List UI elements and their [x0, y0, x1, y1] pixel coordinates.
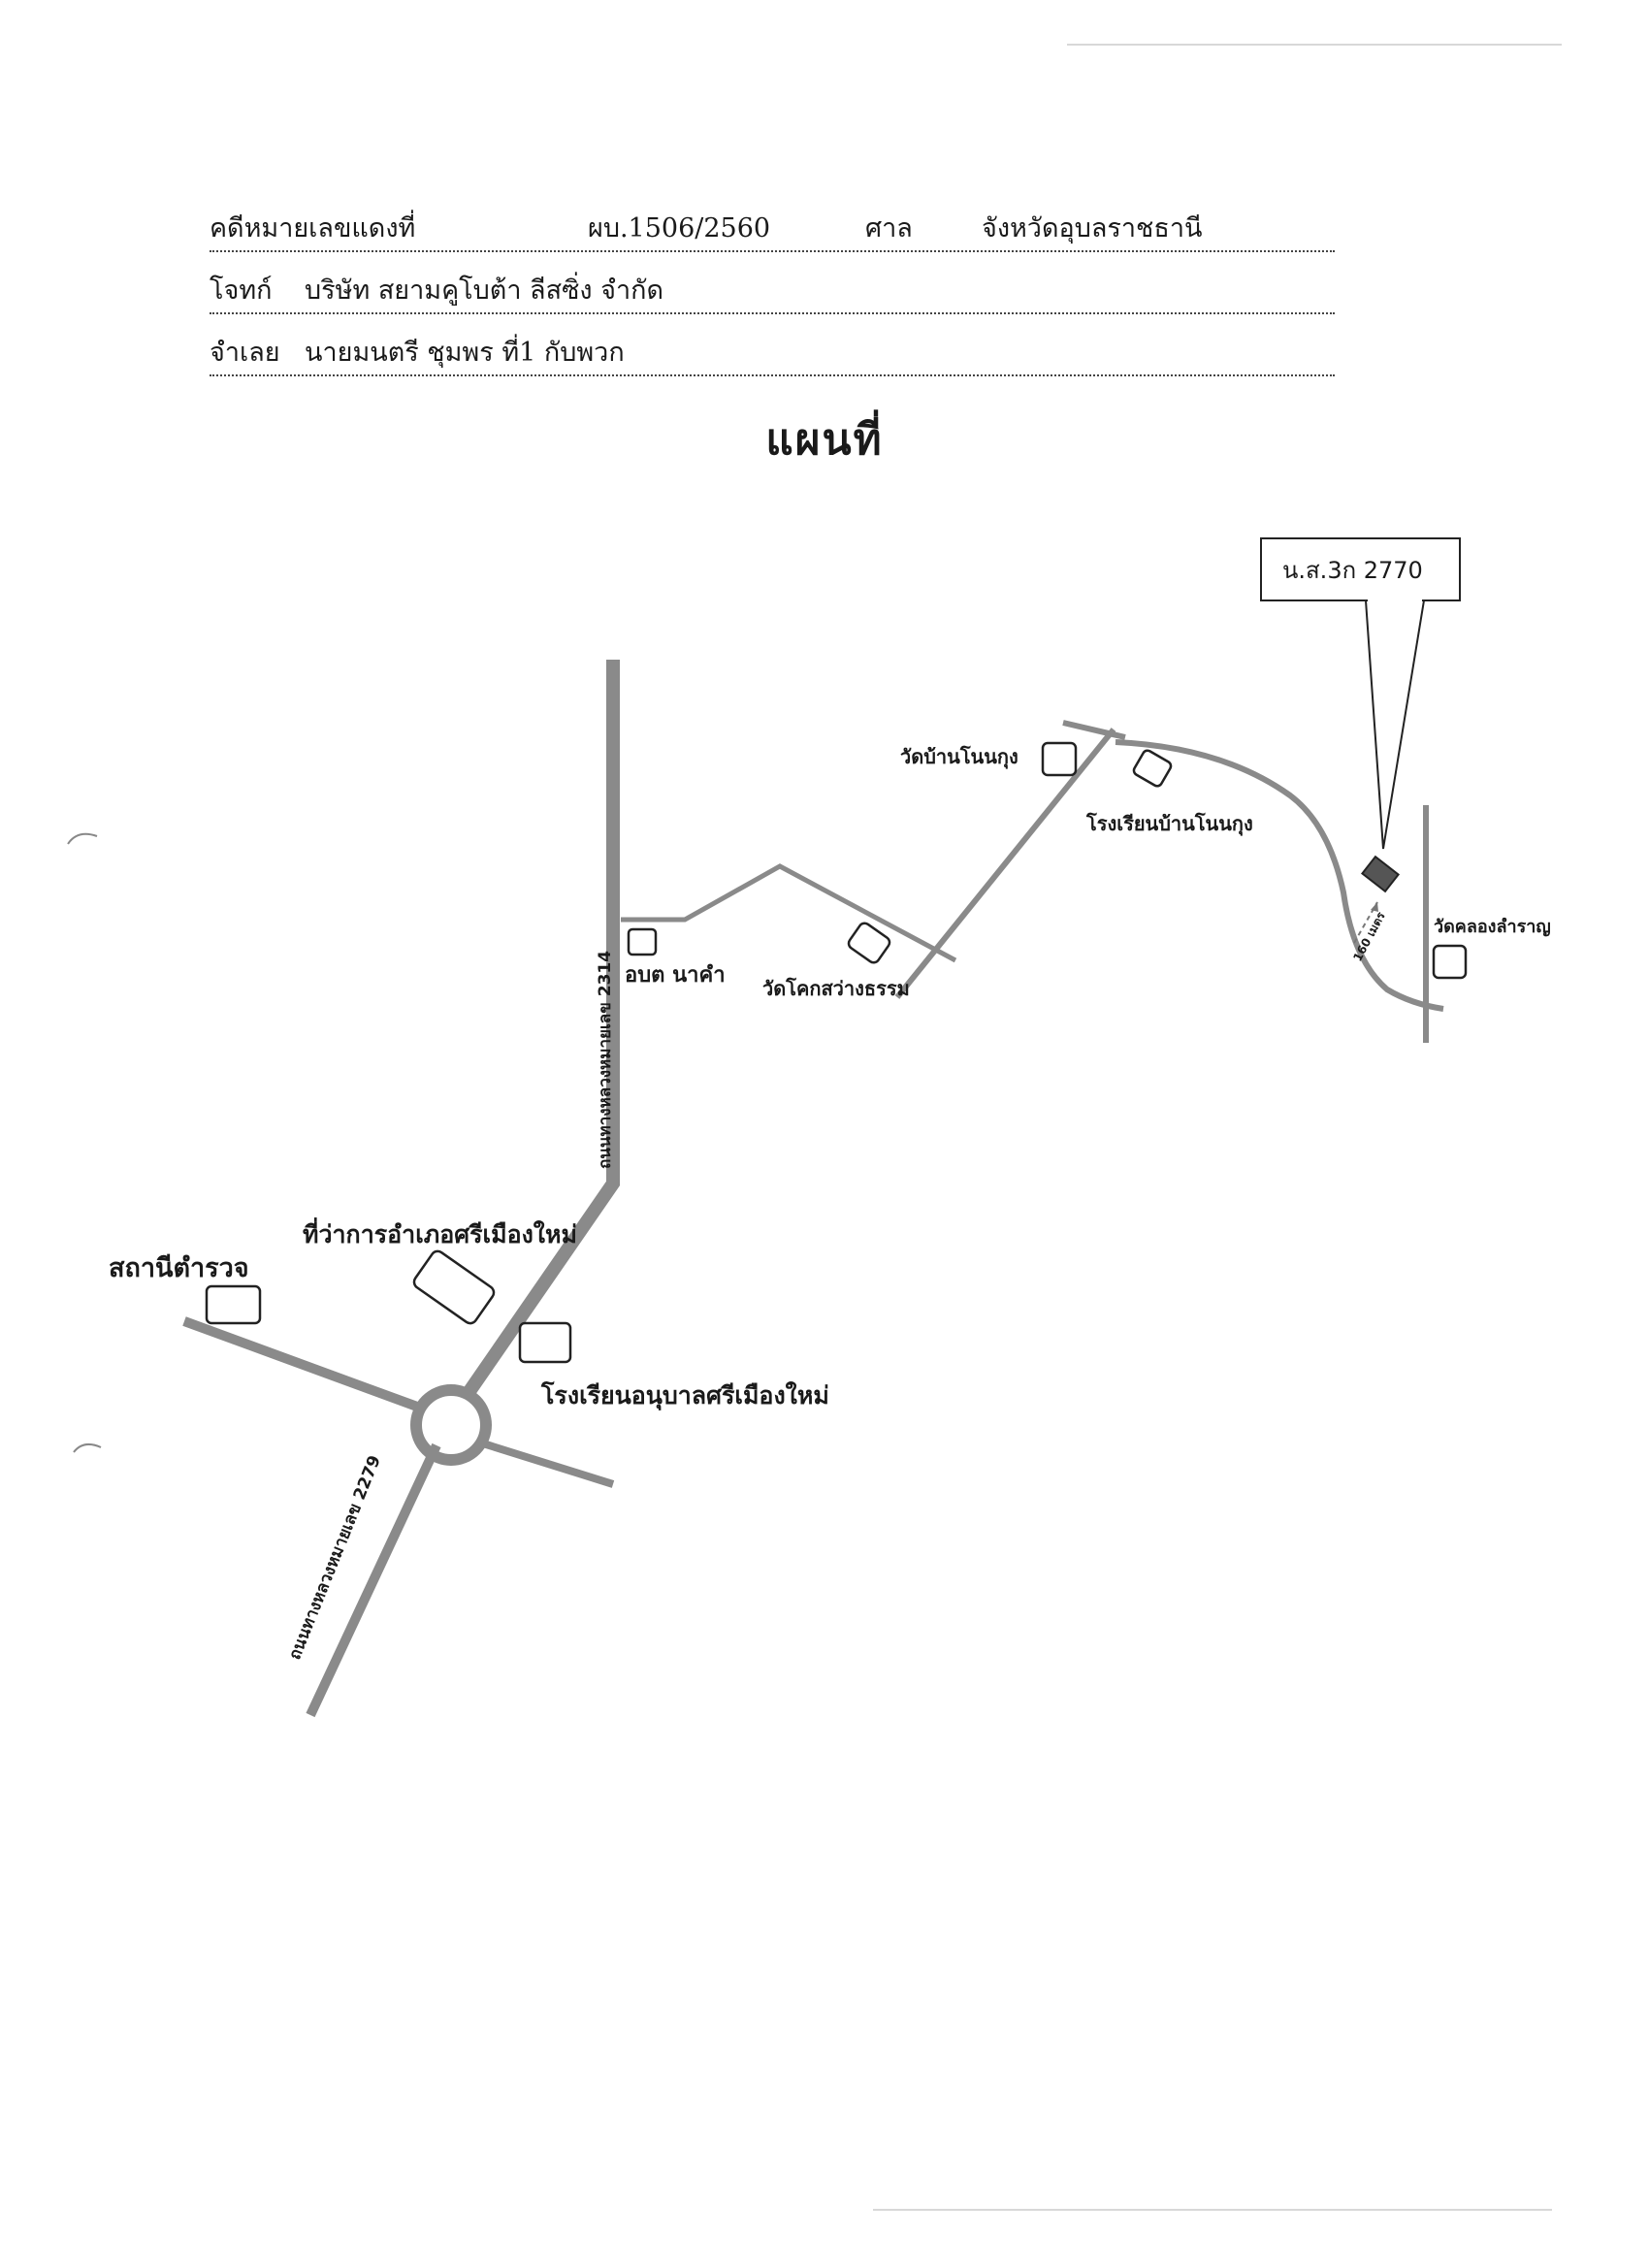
school-ban-non-kung-label: โรงเรียนบ้านโนนกุง [1085, 812, 1253, 836]
defendant-label: จำเลย [210, 338, 280, 368]
police-station-box [205, 1284, 262, 1325]
plaintiff-name: บริษัท สยามคูโบต้า ลีสซิ่ง จำกัด [305, 275, 664, 306]
parcel-callout-box [1260, 537, 1461, 601]
roundabout [410, 1384, 492, 1466]
highway-2314-label: ถนนทางหลวงหมายเลข 2314 [596, 951, 615, 1169]
local-road-top [1062, 720, 1126, 740]
court-name: จังหวัดอุบลราชธานี [982, 213, 1203, 243]
parcel-callout-pointer [1364, 599, 1426, 850]
wat-klong-label: วัดคลองลำราญ [1434, 917, 1551, 937]
cross-road-east [481, 1440, 615, 1488]
defendant-name: นายมนตรี ชุมพร ที่1 กับพวก [305, 338, 625, 368]
police-station-label: สถานีตำรวจ [109, 1253, 249, 1283]
cross-road-west [182, 1316, 419, 1411]
scan-mark-bottom [73, 1442, 102, 1453]
wat-khok-sawang-label: วัดโคกสว่างธรรม [762, 977, 910, 1000]
court-label: ศาล [865, 213, 913, 243]
district-office-box [412, 1249, 496, 1325]
wat-ban-non-kung-label: วัดบ้านโนนกุง [900, 745, 1018, 769]
local-road-zigzag [621, 863, 957, 963]
obt-na-kham-label: อบต นาคำ [625, 963, 726, 988]
highway-2314-road [460, 660, 620, 1401]
obt-na-kham-box [627, 927, 658, 956]
parcel-callout-text: น.ส.3ก 2770 [1282, 557, 1423, 584]
school-ban-non-kung-box [1132, 749, 1173, 788]
highway-2279-road [306, 1442, 441, 1718]
scan-mark-top [67, 832, 98, 845]
plaintiff-label: โจทก์ [210, 275, 273, 306]
kindergarten-box [518, 1321, 572, 1364]
district-office-label: ที่ว่าการอำเภอศรีเมืองใหม่ [303, 1217, 577, 1248]
case-number-line: คดีหมายเลขแดงที่ ผบ.1506/2560 ศาล จังหวั… [210, 211, 1335, 252]
wat-khok-sawang-box [847, 922, 891, 964]
defendant-line: จำเลย นายมนตรี ชุมพร ที่1 กับพวก [210, 336, 1335, 376]
case-label: คดีหมายเลขแดงที่ [210, 213, 416, 243]
curved-road [1115, 739, 1444, 1012]
case-number: ผบ.1506/2560 [588, 213, 771, 243]
kindergarten-label: โรงเรียนอนุบาลศรีเมืองใหม่ [540, 1380, 829, 1411]
distance-arrow-head [1371, 902, 1378, 912]
parcel-marker [1361, 855, 1400, 893]
plaintiff-line: โจทก์ บริษัท สยามคูโบต้า ลีสซิ่ง จำกัด [210, 274, 1335, 314]
wat-ban-non-kung-box [1041, 741, 1078, 777]
highway-2279-label: ถนนทางหลวงหมายเลข 2279 [285, 1453, 385, 1663]
map-title: แผนที่ [765, 415, 884, 465]
wat-klong-box [1432, 944, 1468, 980]
local-road-diagonal [894, 728, 1116, 999]
